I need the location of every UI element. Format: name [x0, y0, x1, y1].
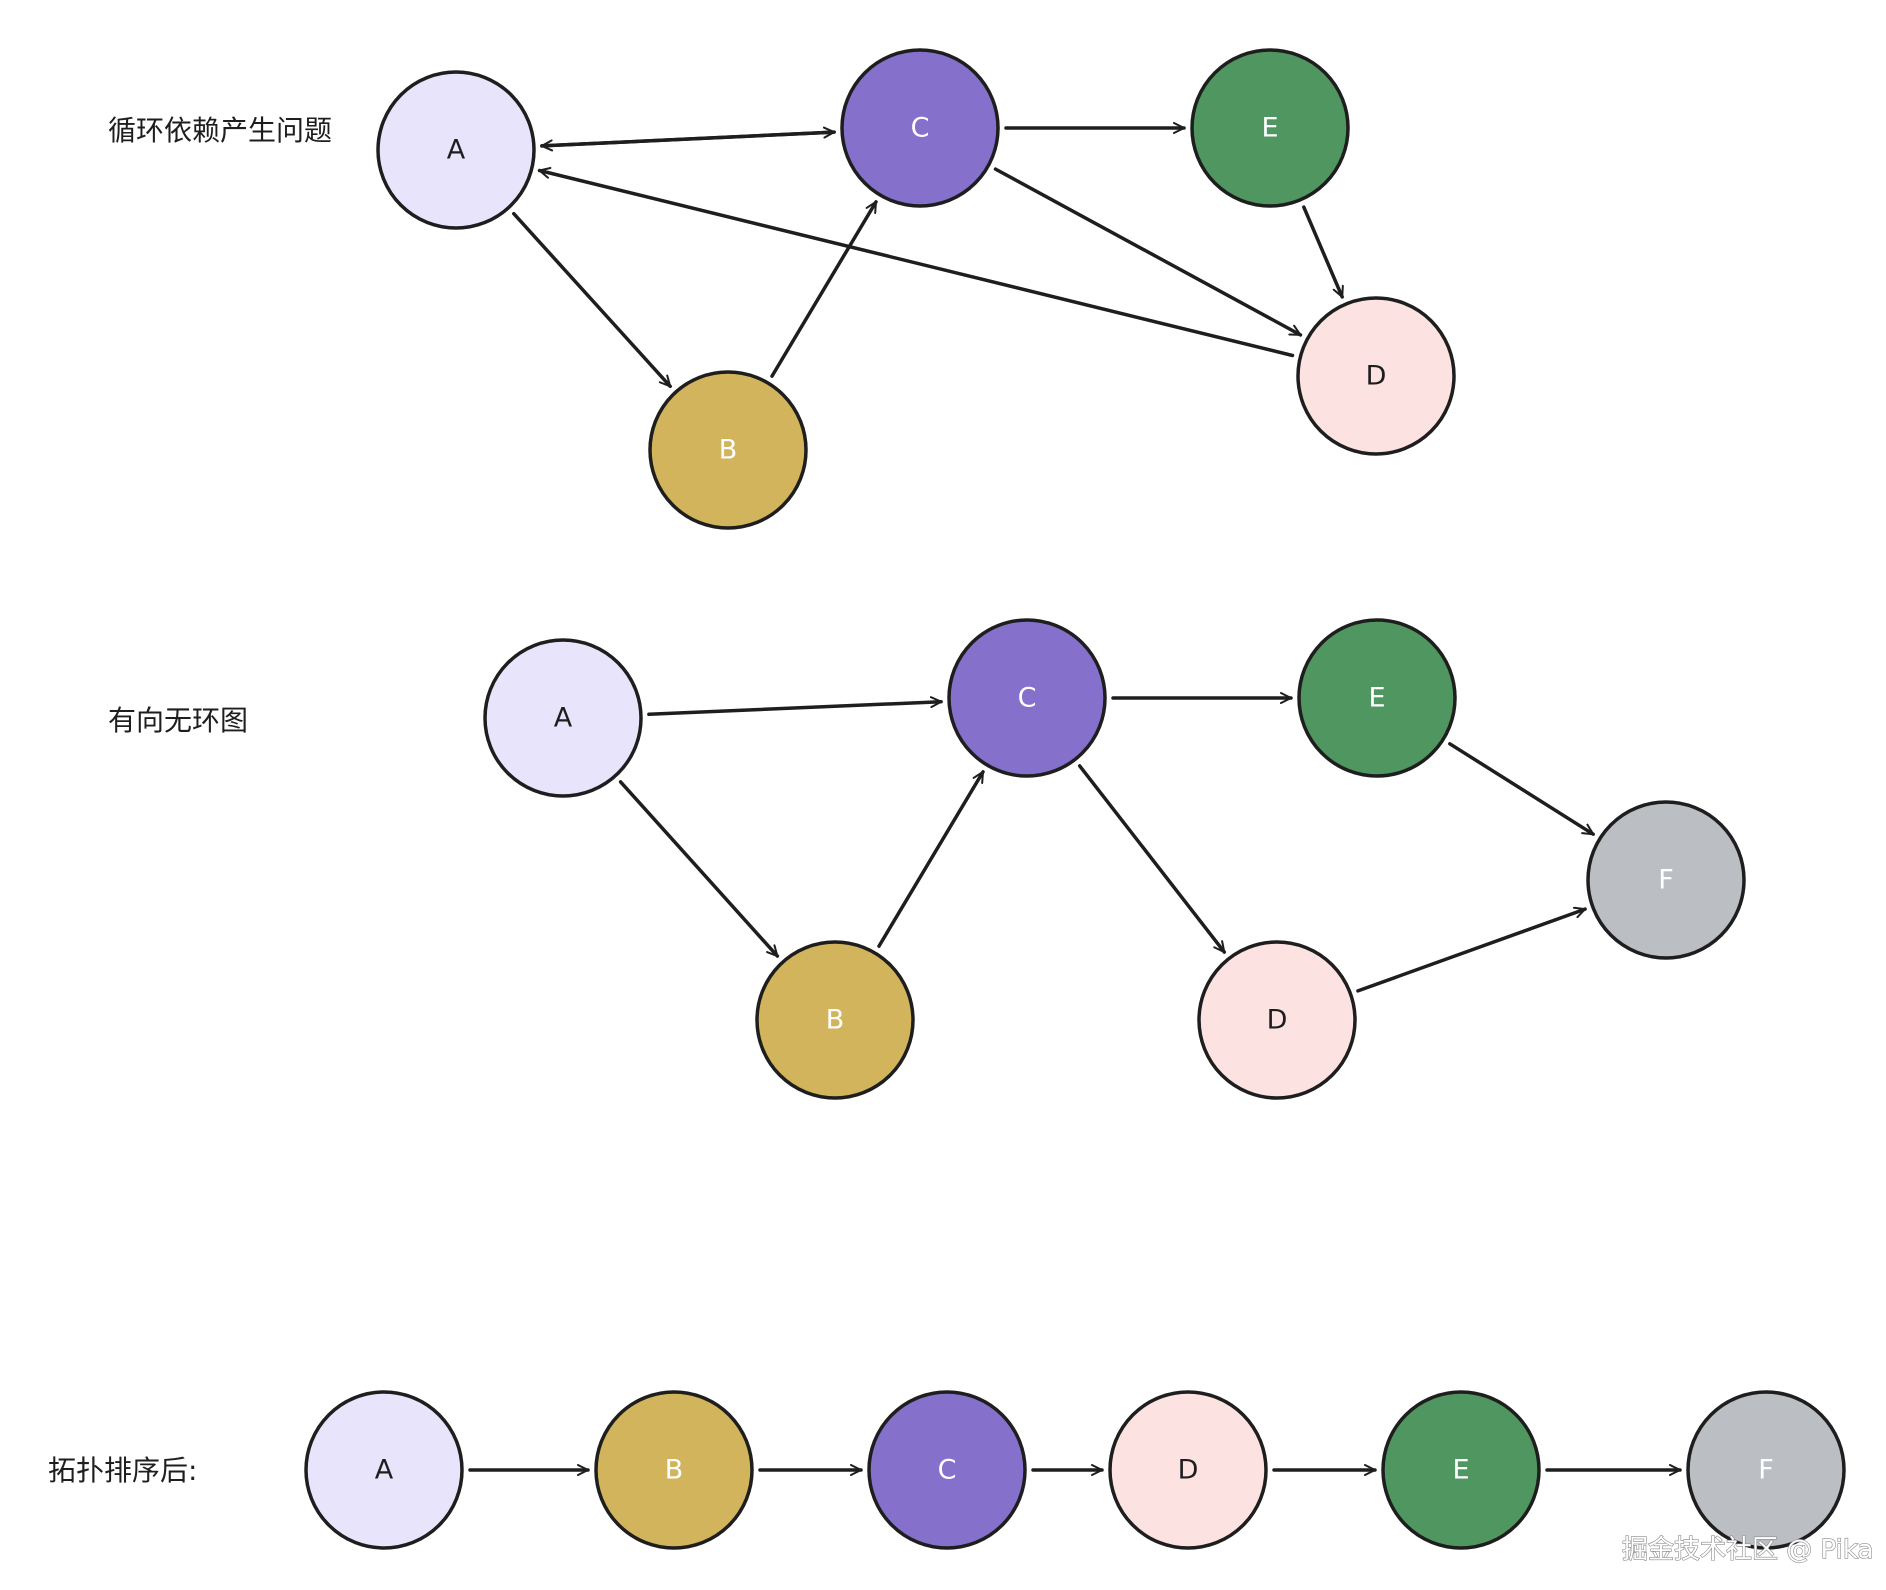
watermark-text: 掘金技术社区 @ Pika — [1622, 1535, 1873, 1565]
edge-cycle-a-to-b — [512, 211, 672, 389]
node-circle — [947, 618, 1107, 778]
node-label: E — [1261, 113, 1278, 144]
node-label: D — [1267, 1005, 1288, 1036]
node-cycle-b: B — [648, 370, 808, 530]
node-label: A — [375, 1455, 394, 1486]
edge-dag-b-to-c — [877, 770, 985, 948]
node-circle — [648, 370, 808, 530]
edge-dag-c-to-d — [1077, 764, 1227, 954]
node-label: A — [554, 703, 573, 734]
node-topo-f: F — [1686, 1390, 1846, 1550]
node-circle — [483, 638, 643, 798]
edge-cycle-c-to-d — [993, 167, 1303, 337]
node-cycle-a: A — [376, 70, 536, 230]
edge-dag-a-to-c — [647, 696, 943, 717]
node-dag-c: C — [947, 618, 1107, 778]
edge-cycle-d-to-a — [537, 167, 1295, 358]
node-topo-b: B — [594, 1390, 754, 1550]
node-label: C — [911, 113, 930, 144]
section-label-dag: 有向无环图 — [108, 704, 248, 737]
node-circle — [594, 1390, 754, 1550]
node-label: B — [826, 1005, 845, 1036]
node-label: B — [719, 435, 738, 466]
node-circle — [1297, 618, 1457, 778]
node-circle — [840, 48, 1000, 208]
section-label-topo: 拓扑排序后: — [48, 1454, 197, 1487]
node-topo-c: C — [867, 1390, 1027, 1550]
node-circle — [1586, 800, 1746, 960]
node-dag-e: E — [1297, 618, 1457, 778]
node-topo-d: D — [1108, 1390, 1268, 1550]
edge-cycle-b-to-c — [770, 200, 878, 378]
node-label: E — [1368, 683, 1385, 714]
node-label: E — [1452, 1455, 1469, 1486]
edge-cycle-e-to-d — [1302, 205, 1344, 299]
edge-dag-e-to-f — [1448, 742, 1595, 836]
node-circle — [1686, 1390, 1846, 1550]
node-label: F — [1658, 865, 1674, 896]
edges-layer — [468, 122, 1682, 1476]
node-topo-e: E — [1381, 1390, 1541, 1550]
node-dag-b: B — [755, 940, 915, 1100]
node-label: F — [1758, 1455, 1774, 1486]
node-cycle-d: D — [1296, 296, 1456, 456]
node-label: C — [1018, 683, 1037, 714]
section-label-cycle: 循环依赖产生问题 — [108, 114, 332, 147]
node-circle — [304, 1390, 464, 1550]
nodes-layer: A B C E D A B C E D F A B C D E F — [304, 48, 1846, 1550]
node-circle — [1381, 1390, 1541, 1550]
edge-dag-d-to-f — [1356, 906, 1587, 993]
node-circle — [867, 1390, 1027, 1550]
edge-cycle-c-to-a — [540, 130, 836, 152]
node-topo-a: A — [304, 1390, 464, 1550]
node-label: C — [938, 1455, 957, 1486]
node-circle — [1190, 48, 1350, 208]
node-circle — [1108, 1390, 1268, 1550]
node-dag-f: F — [1586, 800, 1746, 960]
node-dag-a: A — [483, 638, 643, 798]
node-label: A — [447, 135, 466, 166]
node-cycle-e: E — [1190, 48, 1350, 208]
node-circle — [755, 940, 915, 1100]
node-label: D — [1178, 1455, 1199, 1486]
node-label: D — [1366, 361, 1387, 392]
node-circle — [1197, 940, 1357, 1100]
node-cycle-c: C — [840, 48, 1000, 208]
node-circle — [1296, 296, 1456, 456]
edge-dag-a-to-b — [618, 780, 780, 958]
node-dag-d: D — [1197, 940, 1357, 1100]
node-label: B — [665, 1455, 684, 1486]
node-circle — [376, 70, 536, 230]
